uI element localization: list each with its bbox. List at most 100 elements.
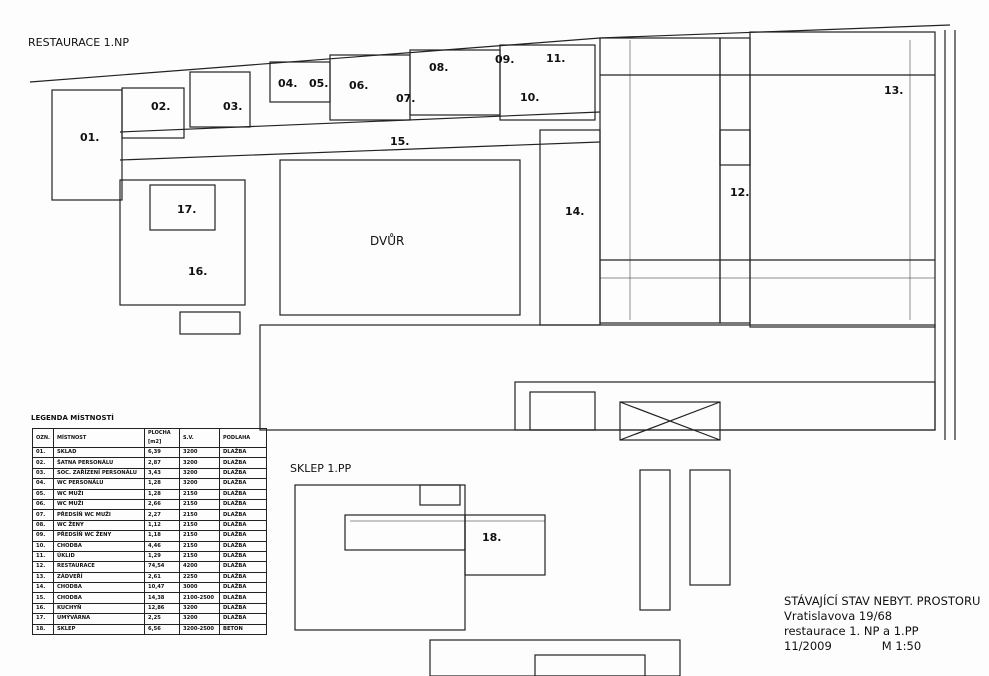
legend-cell: 2,27 xyxy=(144,509,180,521)
legend-cell: 2,66 xyxy=(144,498,180,511)
legend-cell: DLAŽBA xyxy=(219,467,267,480)
room-label: 07. xyxy=(396,92,416,105)
room-label: 04. xyxy=(278,77,298,90)
legend-cell: 4,46 xyxy=(144,540,180,552)
legend-cell: DLAŽBA xyxy=(219,488,267,500)
room-label: 02. xyxy=(151,100,171,113)
legend-cell: DLAŽBA xyxy=(219,519,267,532)
ground-floor-walls xyxy=(29,24,956,441)
legend-cell: BETON xyxy=(219,623,267,636)
legend-cell: 2,61 xyxy=(144,571,180,584)
legend-cell: SKLAD xyxy=(53,446,145,459)
legend-cell: 3200-2500 xyxy=(179,623,220,636)
legend-cell: 1,28 xyxy=(144,488,180,500)
legend-cell: DLAŽBA xyxy=(219,498,267,511)
legend-cell: CHODBA xyxy=(53,582,145,594)
room-label: 11. xyxy=(546,52,566,65)
legend-cell: 10,47 xyxy=(144,582,180,594)
legend-cell: 03. xyxy=(32,467,54,480)
legend-cell: 16. xyxy=(32,602,54,615)
legend-cell: 3200 xyxy=(179,446,220,459)
legend-cell: 10. xyxy=(32,540,54,552)
legend-cell: 11. xyxy=(32,550,54,563)
courtyard-label: DVŮR xyxy=(370,234,405,248)
legend-cell: 15. xyxy=(32,592,54,604)
legend-cell: DLAŽBA xyxy=(219,446,267,459)
legend-cell: 1,28 xyxy=(144,478,180,490)
legend-cell: 2150 xyxy=(179,509,220,521)
legend-cell: 07. xyxy=(32,509,54,521)
legend-cell: 74,54 xyxy=(144,561,180,573)
legend-cell: DLAŽBA xyxy=(219,509,267,521)
legend-cell: 2150 xyxy=(179,498,220,511)
dimension-lines xyxy=(350,40,935,522)
legend-cell: WC ŽENY xyxy=(53,519,145,532)
legend-cell: WC PERSONÁLU xyxy=(53,478,145,490)
legend-cell: SOC. ZAŘÍZENÍ PERSONÁLU xyxy=(53,467,145,480)
legend-cell: 2150 xyxy=(179,488,220,500)
legend-cell: 1,18 xyxy=(144,530,180,542)
legend-cell: 06. xyxy=(32,498,54,511)
legend-cell: 2150 xyxy=(179,519,220,532)
legend-cell: 1,12 xyxy=(144,519,180,532)
legend-cell: DLAŽBA xyxy=(219,602,267,615)
title-block-date: 11/2009 xyxy=(784,639,832,653)
title-block-line: STÁVAJÍCÍ STAV NEBYT. PROSTORU xyxy=(784,594,981,608)
legend-cell: DLAŽBA xyxy=(219,540,267,552)
room-label: 14. xyxy=(565,205,585,218)
room-label: 05. xyxy=(309,77,329,90)
legend-cell: DLAŽBA xyxy=(219,571,267,584)
legend-cell: 09. xyxy=(32,530,54,542)
legend-cell: WC MUŽI xyxy=(53,488,145,500)
legend-cell: PŘEDSÍŇ WC ŽENY xyxy=(53,530,145,542)
room-label: 17. xyxy=(177,203,197,216)
legend-cell: 3000 xyxy=(179,582,220,594)
room-label: 16. xyxy=(188,265,208,278)
room-label: 03. xyxy=(223,100,243,113)
legend-cell: 2150 xyxy=(179,550,220,563)
legend-cell: 3,43 xyxy=(144,467,180,480)
legend-cell: UMÝVÁRNA xyxy=(53,613,145,625)
basement-walls xyxy=(294,469,731,676)
legend-title: LEGENDA MÍSTNOSTÍ xyxy=(31,414,114,422)
legend-cell: CHODBA xyxy=(53,540,145,552)
legend-cell: 2250 xyxy=(179,571,220,584)
room-label: 09. xyxy=(495,53,515,66)
legend-cell: 17. xyxy=(32,613,54,625)
legend-cell: 01. xyxy=(32,446,54,459)
legend-cell: 2,25 xyxy=(144,613,180,625)
room-label: 15. xyxy=(390,135,410,148)
legend-cell: 14. xyxy=(32,582,54,594)
legend-cell: CHODBA xyxy=(53,592,145,604)
legend-cell: DLAŽBA xyxy=(219,613,267,625)
legend-cell: 2150 xyxy=(179,540,220,552)
legend-cell: WC MUŽI xyxy=(53,498,145,511)
legend-cell: 14,38 xyxy=(144,592,180,604)
legend-cell: ÚKLID xyxy=(53,550,145,563)
room-label: 13. xyxy=(884,84,904,97)
legend-cell: 3200 xyxy=(179,457,220,469)
legend-cell: DLAŽBA xyxy=(219,530,267,542)
room-label: 08. xyxy=(429,61,449,74)
title-block-address: Vratislavova 19/68 xyxy=(784,609,893,623)
legend-cell: KUCHYŇ xyxy=(53,602,145,615)
legend-cell: 04. xyxy=(32,478,54,490)
room-label: 12. xyxy=(730,186,750,199)
legend-cell: 2150 xyxy=(179,530,220,542)
legend-cell: 12,86 xyxy=(144,602,180,615)
legend-cell: SKLEP xyxy=(53,623,145,636)
room-label: 01. xyxy=(80,131,100,144)
legend-cell: DLAŽBA xyxy=(219,457,267,469)
